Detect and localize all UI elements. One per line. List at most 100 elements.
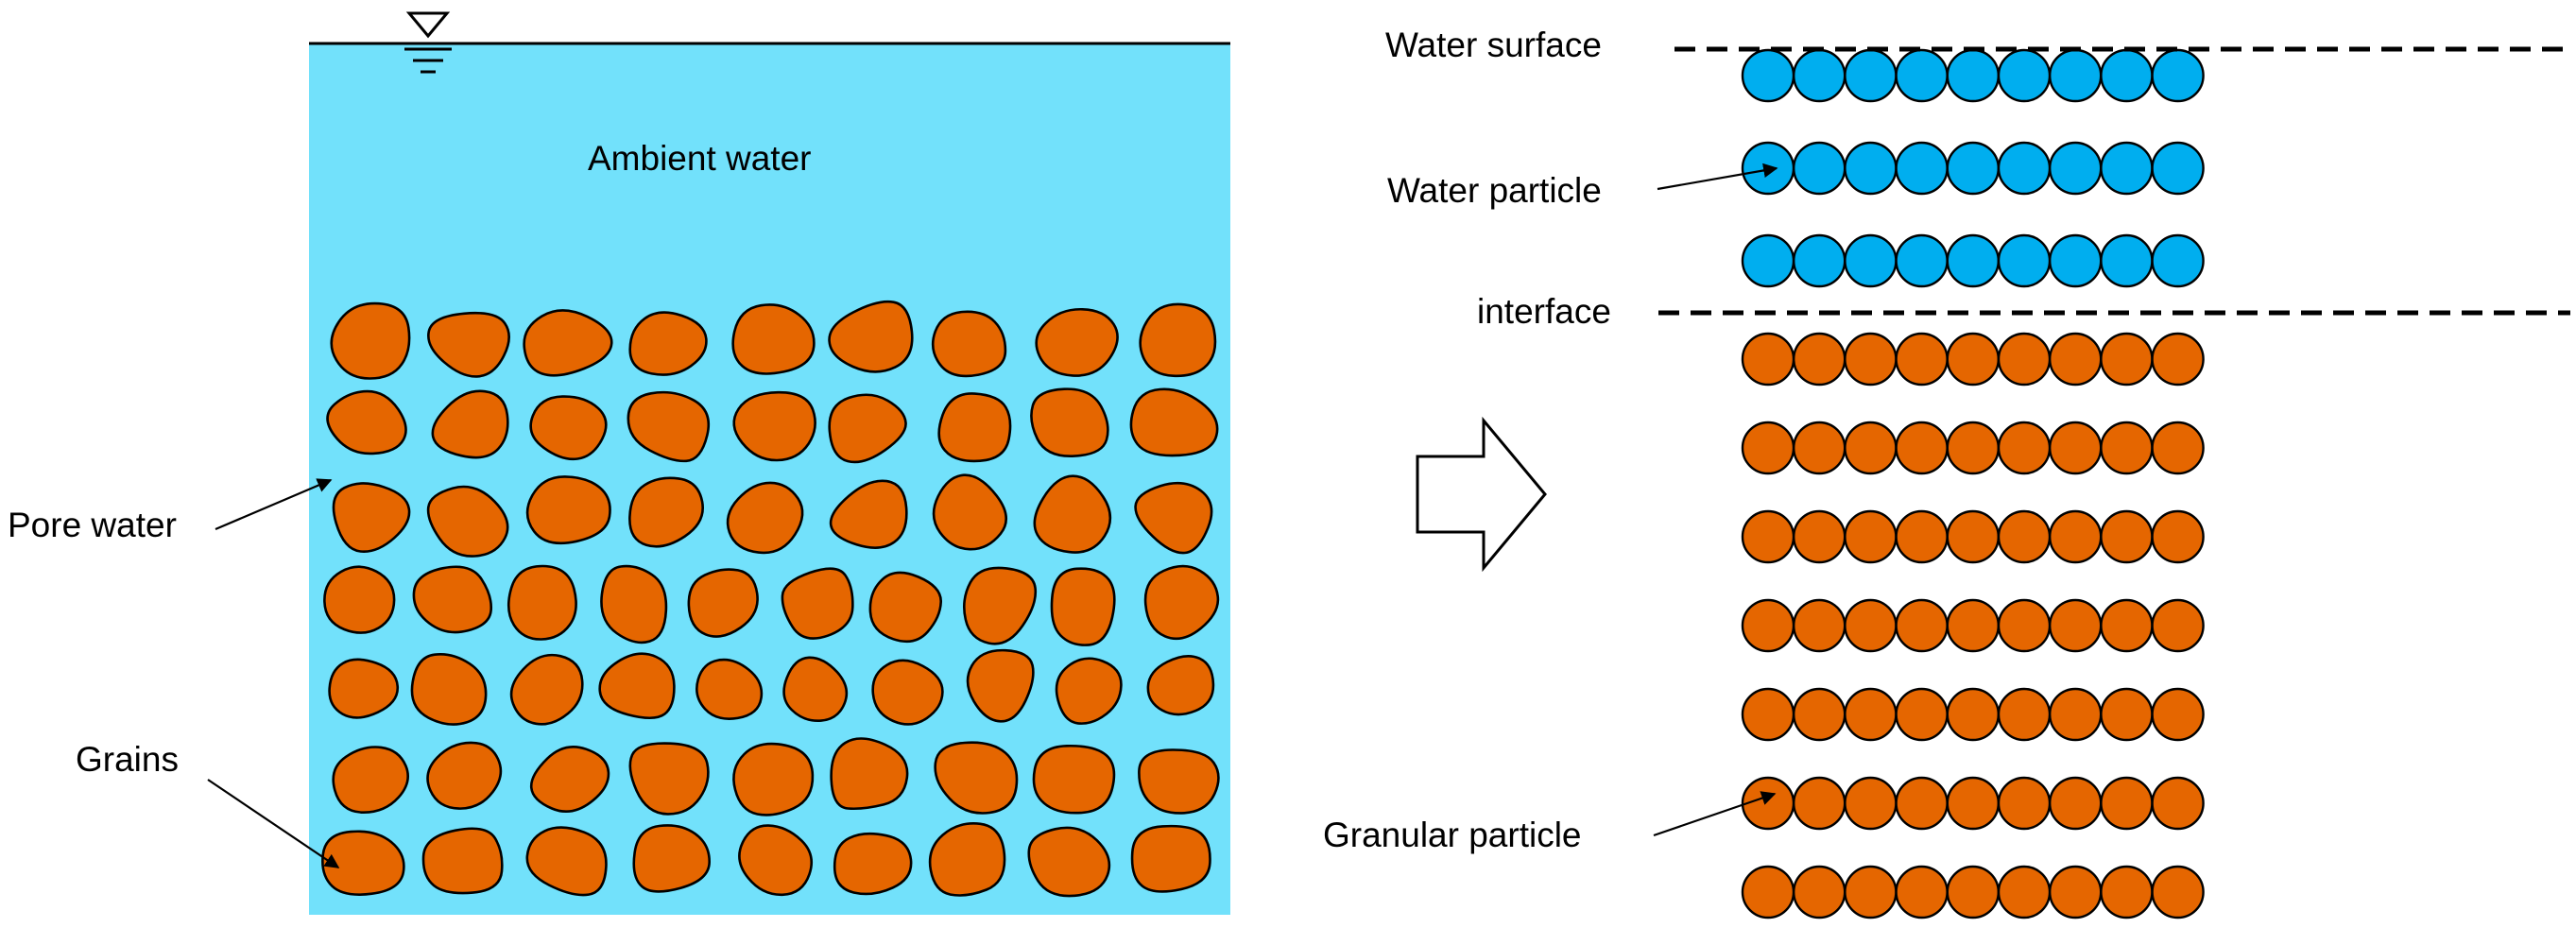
grain xyxy=(632,824,712,893)
grain xyxy=(529,395,608,461)
water-particle xyxy=(1997,233,2052,288)
granular-particle xyxy=(2151,421,2205,475)
grain xyxy=(1033,474,1112,554)
granular-particle xyxy=(2048,598,2103,653)
grain xyxy=(963,566,1038,645)
granular-particle xyxy=(2048,509,2103,564)
granular-particle xyxy=(1997,865,2052,919)
granular-particle xyxy=(1895,865,1949,919)
grain xyxy=(332,482,411,553)
granular-particle xyxy=(1844,687,1898,742)
granular-particle xyxy=(1946,332,2001,387)
granular-particle xyxy=(2100,509,2154,564)
grain xyxy=(627,390,711,463)
sediment-panel: Ambient water Pore water Grains xyxy=(8,11,1230,915)
water-particle xyxy=(2048,48,2103,103)
granular-particle xyxy=(1946,421,2001,475)
granular-particle xyxy=(2048,332,2103,387)
water-particle xyxy=(2048,233,2103,288)
water-particle xyxy=(1844,233,1898,288)
grain xyxy=(426,741,503,810)
grain xyxy=(628,311,708,376)
grain xyxy=(937,392,1012,463)
water-particle xyxy=(1741,141,1795,196)
grain xyxy=(781,567,854,640)
water-particle xyxy=(2151,233,2205,288)
grain xyxy=(321,830,405,896)
grain xyxy=(1030,387,1109,457)
granular-particle xyxy=(1895,776,1949,831)
granular-particle xyxy=(1997,776,2052,831)
hollow-right-arrow-icon xyxy=(1416,416,1547,573)
water-particle-leader xyxy=(1657,163,1778,191)
grain xyxy=(598,652,676,720)
water-particle-label: Water particle xyxy=(1387,171,1602,210)
grain xyxy=(931,310,1007,378)
granular-particle xyxy=(1792,776,1846,831)
grain xyxy=(732,742,815,816)
grain xyxy=(628,742,710,816)
grain xyxy=(828,393,907,464)
granular-particle xyxy=(1741,865,1795,919)
grains-leader xyxy=(207,779,340,868)
grain xyxy=(830,737,909,811)
grain xyxy=(868,571,943,644)
granular-particle xyxy=(1946,776,2001,831)
particle-model-panel: Water surface Water particle interface G… xyxy=(1323,26,2570,919)
grain xyxy=(1143,564,1220,641)
granular-particle xyxy=(2151,776,2205,831)
granular-particle xyxy=(2151,687,2205,742)
granular-particle xyxy=(1946,598,2001,653)
grain xyxy=(1055,657,1123,725)
grain xyxy=(696,658,764,720)
grain xyxy=(525,826,608,897)
granular-particle xyxy=(1997,687,2052,742)
grain xyxy=(328,658,400,719)
granular-particle xyxy=(2100,332,2154,387)
granular-particle xyxy=(1792,332,1846,387)
grain xyxy=(332,746,409,815)
granular-particle xyxy=(2048,687,2103,742)
grain xyxy=(726,481,804,555)
grain xyxy=(934,741,1019,815)
granular-particle xyxy=(1895,509,1949,564)
granular-particle xyxy=(2048,865,2103,919)
grain xyxy=(628,476,704,548)
granular-particle xyxy=(1997,332,2052,387)
granular-particle xyxy=(1946,687,2001,742)
grain xyxy=(1134,481,1213,555)
granular-particle xyxy=(2151,509,2205,564)
water-particle xyxy=(1792,233,1846,288)
granular-particle xyxy=(1895,421,1949,475)
granular-particle-leader xyxy=(1653,791,1777,837)
water-particle xyxy=(1997,141,2052,196)
ambient-water-label: Ambient water xyxy=(588,139,812,178)
water-particle xyxy=(1895,48,1949,103)
granular-particle xyxy=(2151,865,2205,919)
granular-particle xyxy=(1946,865,2001,919)
water-surface-label: Water surface xyxy=(1385,26,1602,64)
water-particle xyxy=(2151,141,2205,196)
granular-particle xyxy=(1895,598,1949,653)
grain xyxy=(1032,744,1116,815)
granular-particle xyxy=(1741,332,1795,387)
grain xyxy=(871,659,944,726)
granular-particle xyxy=(1844,598,1898,653)
water-particle xyxy=(2151,48,2205,103)
grain xyxy=(410,653,488,726)
grain xyxy=(1027,826,1111,898)
grain xyxy=(738,824,813,897)
grain xyxy=(323,565,396,634)
grain xyxy=(330,301,411,380)
grain xyxy=(828,300,914,373)
granular-particle xyxy=(1844,509,1898,564)
granular-particle xyxy=(1844,332,1898,387)
water-particle xyxy=(1741,233,1795,288)
granular-particle xyxy=(2151,332,2205,387)
grain xyxy=(966,648,1035,723)
grain-layer xyxy=(321,300,1220,898)
granular-particle xyxy=(2100,776,2154,831)
granular-particle xyxy=(1997,509,2052,564)
granular-particle xyxy=(2151,598,2205,653)
